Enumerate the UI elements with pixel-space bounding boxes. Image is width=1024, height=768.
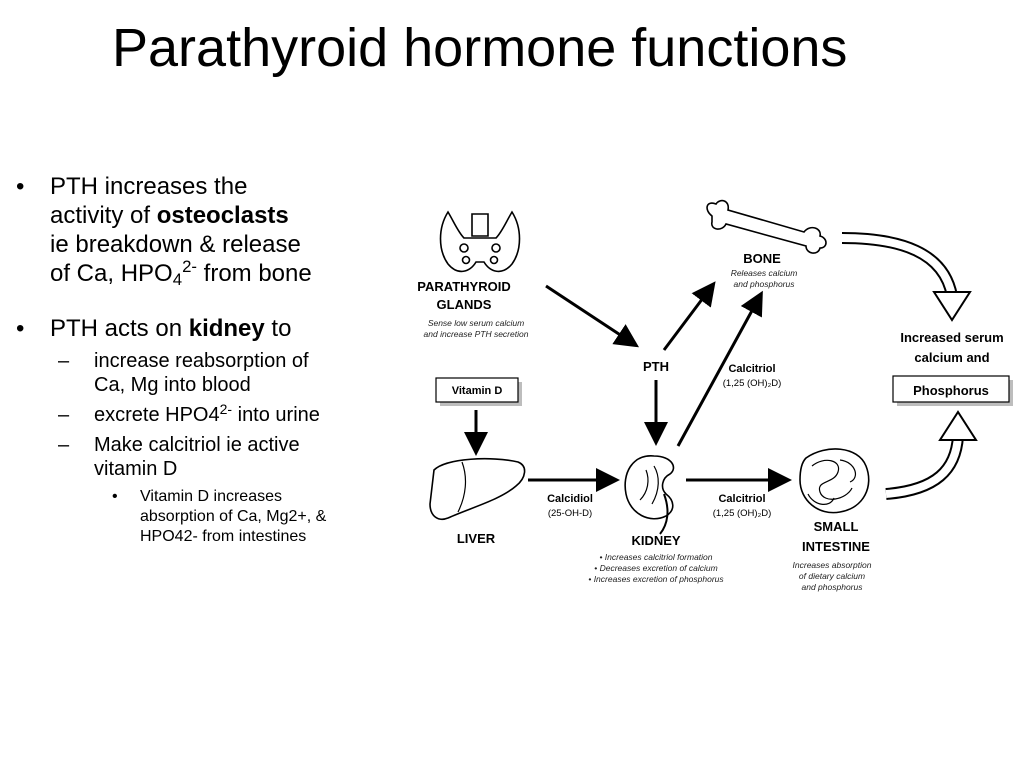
kidney-caption: • Increases calcitriol formation xyxy=(599,552,712,562)
bullet-kidney: • PTH acts on kidney to xyxy=(12,314,404,343)
calcitriol-label-right: Calcitriol xyxy=(718,493,765,505)
bullet-text: activity of xyxy=(50,202,157,229)
bullet-line: Ca, Mg into blood xyxy=(94,374,251,396)
bullet-bold-text: osteoclasts xyxy=(156,202,289,229)
bullet-line: ie breakdown & release xyxy=(50,231,301,258)
bullet-text: to xyxy=(264,315,292,342)
small-label: SMALL xyxy=(814,519,859,534)
parathyroid-caption: and increase PTH secretion xyxy=(424,329,529,339)
phosphorus-label: Phosphorus xyxy=(913,383,989,398)
vitamin-d-box xyxy=(435,377,522,406)
calcium-and-label: calcium and xyxy=(914,350,989,365)
bullet-text: from bone xyxy=(196,260,312,287)
arrow-kidney-to-bone xyxy=(676,290,763,447)
bullet-line: PTH increases the xyxy=(50,173,248,200)
bullet-marker: • xyxy=(16,173,25,200)
parathyroid-label: PARATHYROID xyxy=(417,279,510,294)
bullet-line: Make calcitriol ie active xyxy=(94,434,300,456)
bone-label: BONE xyxy=(743,251,781,266)
liver-icon xyxy=(429,457,526,520)
bullet-line: absorption of Ca, Mg2+, & xyxy=(140,508,327,525)
arrow-pth-to-bone xyxy=(662,281,716,351)
bullet-osteoclasts: • PTH increases the activity of osteocla… xyxy=(12,172,404,288)
kidney-label: KIDNEY xyxy=(631,533,680,548)
intestine-caption: Increases absorption xyxy=(793,560,872,570)
parathyroid-caption: Sense low serum calcium xyxy=(428,318,524,328)
bullet-bold-text: kidney xyxy=(188,315,265,342)
calcidiol-label: Calcidiol xyxy=(547,493,593,505)
bullet-text: into urine xyxy=(232,404,320,426)
sub-bullet-reabsorption: – increase reabsorption of Ca, Mg into b… xyxy=(12,349,404,397)
bullet-line: excrete HPO42- into urine xyxy=(94,401,404,427)
vitamin-d-label: Vitamin D xyxy=(452,385,503,397)
bone-caption: Releases calcium xyxy=(731,268,798,278)
hollow-arrow-bone-to-serum xyxy=(841,232,972,322)
kidney-caption: • Increases excretion of phosphorus xyxy=(588,574,724,584)
hollow-arrow-intestine-to-serum xyxy=(885,410,978,500)
arrow-parathyroid-to-pth xyxy=(545,284,640,348)
bullet-line: activity of osteoclasts xyxy=(50,201,404,230)
bone-caption: and phosphorus xyxy=(734,279,796,289)
intestine-label: INTESTINE xyxy=(802,539,870,554)
bullet-list: • PTH increases the activity of osteocla… xyxy=(12,172,404,547)
dash-marker: – xyxy=(58,404,70,426)
bullet-line: vitamin D xyxy=(94,458,178,480)
sub-bullet-calcitriol: – Make calcitriol ie active vitamin D xyxy=(12,433,404,481)
calcidiol-formula: (25-OH-D) xyxy=(548,508,592,519)
dash-marker: – xyxy=(58,434,70,456)
bullet-text: of Ca, HPO xyxy=(50,260,173,287)
bullet-marker: • xyxy=(16,315,25,342)
intestine-caption: of dietary calcium xyxy=(799,571,865,581)
calcitriol-formula-top: (1,25 (OH)₂D) xyxy=(723,378,782,389)
pth-label: PTH xyxy=(643,359,669,374)
calcitriol-label-top: Calcitriol xyxy=(728,363,775,375)
thyroid-gland-icon xyxy=(439,210,521,273)
bullet-line: PTH acts on kidney to xyxy=(50,314,404,343)
kidney-icon xyxy=(624,455,675,535)
increased-serum-label: Increased serum xyxy=(900,330,1003,345)
subscript: 4 xyxy=(172,270,183,289)
superscript: 2- xyxy=(182,257,197,276)
kidney-caption: • Decreases excretion of calcium xyxy=(594,563,717,573)
bullet-line: of Ca, HPO42- from bone xyxy=(50,257,404,289)
sub-sub-bullet-vitamin-d: • Vitamin D increases absorption of Ca, … xyxy=(12,487,404,547)
bullet-line: HPO42- from intestines xyxy=(140,528,307,545)
calcitriol-formula-right: (1,25 (OH)₂D) xyxy=(713,508,772,519)
phosphorus-box xyxy=(892,375,1013,406)
sub-bullet-excrete: – excrete HPO42- into urine xyxy=(12,401,404,427)
bullet-text: PTH acts on xyxy=(50,315,189,342)
bullet-text: excrete HPO4 xyxy=(94,404,220,426)
bullet-line: Vitamin D increases xyxy=(140,488,282,505)
bullet-marker: • xyxy=(112,488,118,505)
page-title: Parathyroid hormone functions xyxy=(112,18,848,78)
intestine-caption: and phosphorus xyxy=(802,582,864,592)
liver-label: LIVER xyxy=(457,531,496,546)
glands-label: GLANDS xyxy=(437,297,492,312)
bone-icon xyxy=(706,199,827,254)
bullet-line: increase reabsorption of xyxy=(94,350,309,372)
superscript: 2- xyxy=(219,401,233,417)
dash-marker: – xyxy=(58,350,70,372)
small-intestine-icon xyxy=(799,448,870,514)
